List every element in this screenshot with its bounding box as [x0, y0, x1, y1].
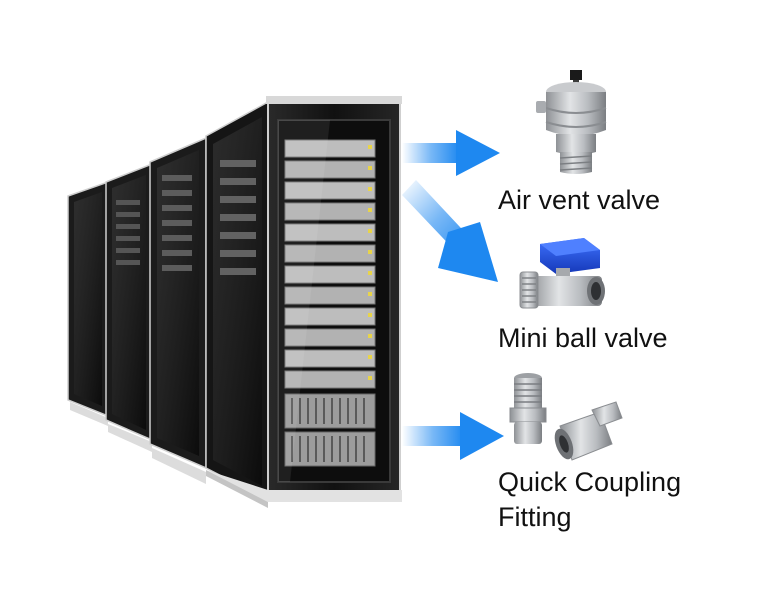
- air-vent-valve-label: Air vent valve: [498, 185, 661, 215]
- mini-ball-valve-icon: [519, 238, 605, 309]
- server-rack-icon: [149, 136, 207, 484]
- arrow-right-icon: [402, 412, 504, 460]
- arrow-right-icon: [402, 180, 498, 282]
- quick-coupling-icon: [509, 373, 623, 461]
- server-rack-icon: [205, 96, 402, 508]
- arrow-right-icon: [402, 130, 500, 176]
- mini-ball-valve-label: Mini ball valve: [498, 323, 668, 353]
- server-rack-icon: [67, 180, 109, 426]
- quick-coupling-label: Quick Coupling: [498, 467, 682, 497]
- fitting-label: Fitting: [498, 502, 572, 532]
- air-vent-valve-icon: [536, 70, 607, 174]
- server-rack-icon: [105, 162, 153, 452]
